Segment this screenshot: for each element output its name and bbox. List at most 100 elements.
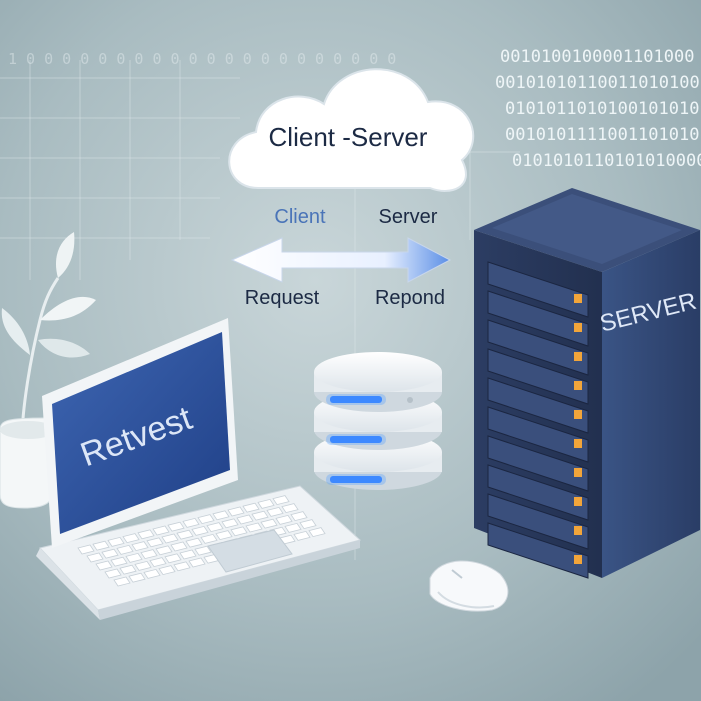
laptop — [36, 318, 362, 620]
keyboard-key — [107, 536, 125, 547]
keyboard-key — [134, 560, 152, 571]
plant — [0, 232, 96, 509]
server-tower — [474, 188, 700, 579]
keyboard-key — [182, 517, 200, 528]
arrow-label-server: Server — [379, 206, 438, 228]
keyboard-key — [245, 522, 263, 533]
keyboard-key — [128, 572, 146, 583]
keyboard-key — [206, 522, 224, 533]
arrow-label-respond: Repond — [375, 287, 445, 309]
cloud-shape — [228, 68, 474, 192]
keyboard-key — [146, 537, 164, 548]
keyboard-key — [257, 498, 275, 509]
keyboard-key — [242, 502, 260, 513]
binary-line-5: 0101010110101010000 — [512, 151, 701, 171]
status-led — [574, 294, 582, 303]
keyboard-key — [173, 561, 191, 572]
drive-bay — [487, 464, 589, 521]
binary-line-2: 00101010110011010100 — [495, 73, 700, 93]
keyboard-key — [164, 553, 182, 564]
drive-bay — [487, 406, 589, 463]
keyboard-key — [200, 533, 218, 544]
keyboard-key — [140, 549, 158, 560]
keyboard-key — [293, 530, 311, 541]
keyboard-key — [155, 545, 173, 556]
keyboard-key — [272, 495, 290, 506]
keyboard-key — [284, 522, 302, 533]
drive-bay — [487, 348, 589, 405]
status-led — [574, 439, 582, 448]
keyboard-key — [170, 541, 188, 552]
cloud-label: Client -Server — [269, 122, 428, 152]
keyboard-key — [176, 529, 194, 540]
keyboard-key — [266, 506, 284, 517]
keyboard-key — [236, 514, 254, 525]
binary-block: 0010100100001101000 00101010110011010100… — [495, 47, 701, 171]
keyboard-key — [260, 518, 278, 529]
keyboard-key — [275, 514, 293, 525]
keyboard-key — [167, 521, 185, 532]
keyboard-key — [161, 533, 179, 544]
keyboard-key — [152, 525, 170, 536]
keyboard-key — [116, 544, 134, 555]
keyboard-key — [143, 568, 161, 579]
background-digits: 1 0 0 0 0 0 0 0 0 0 0 0 0 0 0 0 0 0 0 0 … — [8, 50, 396, 68]
mouse — [429, 560, 509, 612]
keyboard-key — [194, 545, 212, 556]
keyboard-key — [158, 565, 176, 576]
status-led — [574, 381, 582, 390]
keyboard-key — [308, 527, 326, 538]
keyboard-key — [92, 540, 110, 551]
keyboard-key — [104, 568, 122, 579]
drive-bay — [487, 290, 589, 347]
laptop-trackpad — [207, 529, 293, 573]
double-arrow — [230, 237, 452, 283]
keyboard-key — [212, 510, 230, 521]
arrow-label-request: Request — [245, 287, 320, 309]
keyboard-key — [119, 564, 137, 575]
drive-bay — [487, 435, 589, 492]
keyboard-key — [185, 537, 203, 548]
keyboard-key — [137, 529, 155, 540]
keyboard-key — [113, 576, 131, 587]
drive-bay — [487, 522, 589, 579]
drive-bay — [487, 493, 589, 550]
status-led — [574, 323, 582, 332]
keyboard-key — [179, 549, 197, 560]
status-led — [574, 468, 582, 477]
status-led — [574, 497, 582, 506]
keyboard-key — [230, 526, 248, 537]
keyboard-key — [299, 519, 317, 530]
status-led — [574, 526, 582, 535]
server-drive-bays — [487, 261, 589, 579]
keyboard-key — [197, 514, 215, 525]
keyboard-key — [110, 556, 128, 567]
keyboard-key — [188, 557, 206, 568]
status-led — [574, 352, 582, 361]
keyboard-key — [149, 557, 167, 568]
laptop-screen — [52, 332, 230, 534]
keyboard-key — [95, 560, 113, 571]
drive-bay — [487, 319, 589, 376]
keyboard-key — [281, 503, 299, 514]
keyboard-key — [122, 533, 140, 544]
keyboard-key — [86, 552, 104, 563]
keyboard-key — [131, 541, 149, 552]
keyboard-key — [221, 518, 239, 529]
keyboard-key — [101, 548, 119, 559]
database-stack — [314, 352, 442, 490]
keyboard-key — [215, 530, 233, 541]
keyboard-key — [290, 511, 308, 522]
drive-bay — [487, 377, 589, 434]
binary-line-4: 0010101111001101010 — [505, 125, 699, 145]
keyboard-key — [125, 552, 143, 563]
binary-line-3: 0101011010100101010 — [505, 99, 699, 119]
keyboard-key — [191, 525, 209, 536]
status-led — [574, 410, 582, 419]
keyboard-key — [77, 544, 95, 555]
keyboard-key — [227, 506, 245, 517]
keyboard-key — [251, 510, 269, 521]
arrow-label-client: Client — [274, 206, 326, 228]
